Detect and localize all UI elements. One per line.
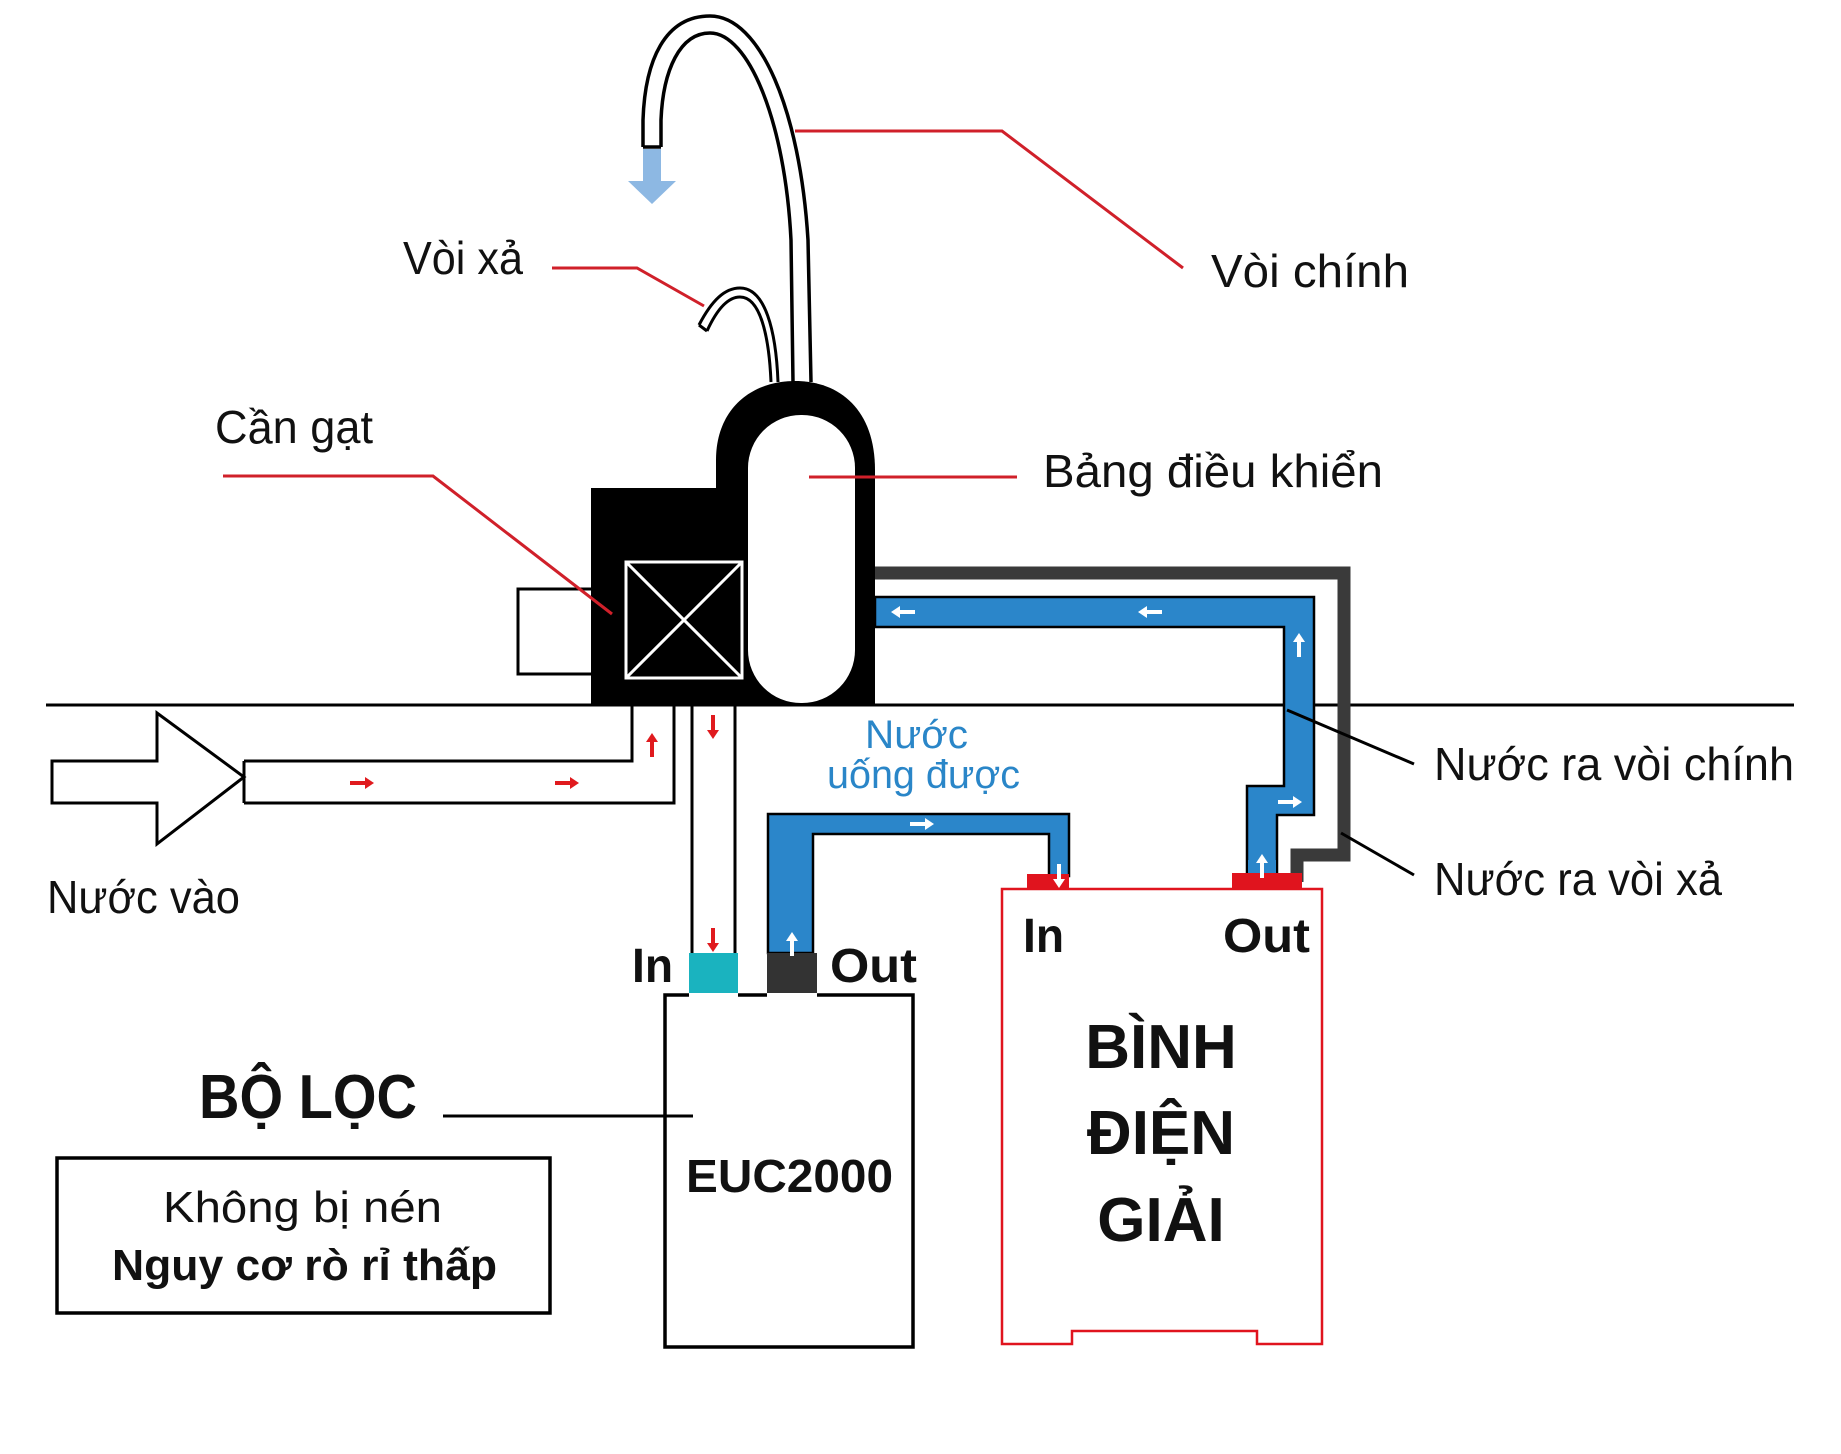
arrow-up-icon [1256, 854, 1268, 878]
arrow-left-icon [891, 606, 915, 618]
label-water-out-main: Nước ra vòi chính [1434, 738, 1794, 790]
discharge-faucet [697, 286, 780, 383]
electrolyzer-title-2: ĐIỆN [1087, 1099, 1235, 1168]
label-main-faucet: Vòi chính [1211, 245, 1409, 297]
electrolyzer-out-port [1232, 873, 1302, 889]
electrolyzer-out-label: Out [1223, 910, 1310, 963]
arrow-up-icon [1293, 633, 1305, 657]
electrolyzer-unit [1000, 873, 1324, 1346]
control-panel [748, 415, 855, 703]
arrow-down-icon [707, 928, 719, 952]
label-water-out-discharge: Nước ra vòi xả [1434, 853, 1722, 905]
leader-discharge-outlet [1340, 831, 1415, 877]
water-output-arrow-icon [628, 149, 676, 204]
arrow-left-icon [1138, 606, 1162, 618]
lever-handle [516, 587, 595, 676]
label-lever: Cần gạt [215, 401, 373, 453]
filter-note-line2: Nguy cơ rò rỉ thấp [112, 1241, 497, 1290]
label-drinkable-water-2: uống được [827, 753, 1020, 797]
arrow-down-icon [707, 715, 719, 739]
electrolyzer-title-3: GIẢI [1097, 1186, 1224, 1255]
filter-title: BỘ LỌC [199, 1063, 417, 1132]
arrow-right-icon [555, 777, 579, 789]
filter-note-box [55, 1156, 552, 1315]
arrow-right-icon [910, 818, 934, 830]
discharge-pipe [875, 566, 1351, 882]
dispenser-body [516, 381, 875, 705]
filter-model: EUC2000 [686, 1150, 893, 1202]
filter-note-line1: Không bị nén [163, 1183, 442, 1232]
arrow-right-icon [350, 777, 374, 789]
arrow-up-icon [786, 932, 798, 956]
label-water-in: Nước vào [47, 871, 240, 923]
leader-discharge-faucet [552, 266, 705, 308]
main-faucet [641, 14, 813, 383]
electrolyzer-title-1: BÌNH [1085, 1013, 1237, 1082]
filter-out-port [767, 953, 817, 993]
filter-in-label: In [632, 940, 673, 993]
arrow-up-icon [646, 733, 658, 757]
filter-inlet-pipe [690, 705, 737, 953]
label-drinkable-water-1: Nước [865, 713, 968, 757]
arrow-down-icon [1053, 864, 1065, 888]
label-discharge-faucet: Vòi xả [403, 232, 523, 284]
electrolyzer-in-label: In [1023, 910, 1064, 963]
leader-main-outlet [1286, 708, 1415, 766]
lever-valve-icon [624, 560, 744, 680]
label-control-panel: Bảng điều khiển [1043, 445, 1383, 497]
flow-arrows [350, 606, 1305, 956]
filter-unit [663, 953, 915, 1349]
filter-out-label: Out [830, 940, 917, 993]
inlet-pipe [242, 705, 676, 805]
leader-main-faucet [795, 129, 1184, 270]
leader-lever [223, 474, 613, 616]
arrow-right-icon [1278, 796, 1302, 808]
filter-in-port [689, 953, 738, 993]
water-inlet-arrow-icon [50, 710, 247, 848]
